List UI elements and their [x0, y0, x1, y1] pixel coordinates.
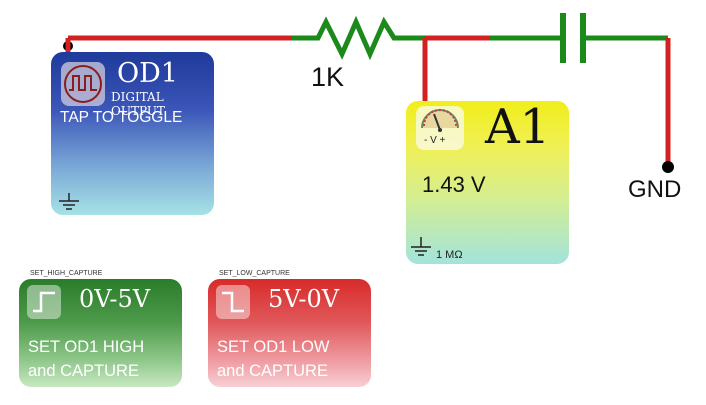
voltmeter-icon: - V +: [416, 106, 464, 150]
set-high-capture-button[interactable]: 0V-5V SET OD1 HIGH and CAPTURE: [19, 279, 182, 387]
meter-scale-label: - V +: [424, 135, 446, 146]
falling-edge-icon: [216, 285, 250, 319]
low-range-label: 5V-0V: [268, 285, 340, 313]
set-low-capture-button[interactable]: 5V-0V SET OD1 LOW and CAPTURE: [208, 279, 371, 387]
low-action-line2: and CAPTURE: [217, 362, 328, 380]
high-action-line2: and CAPTURE: [28, 362, 139, 380]
resistor-symbol: [292, 15, 425, 61]
rising-edge-icon: [27, 285, 61, 319]
a1-voltmeter-card[interactable]: - V + A1 1.43 V 1 MΩ: [406, 99, 569, 266]
a1-title: A1: [485, 99, 551, 155]
low-action-line1: SET OD1 LOW: [217, 338, 330, 356]
set-high-caption: SET_HIGH_CAPTURE: [30, 270, 103, 277]
gnd-node: [662, 161, 674, 173]
high-action-text: SET OD1 HIGH and CAPTURE: [28, 335, 144, 383]
a1-voltage-reading: 1.43 V: [422, 172, 486, 197]
high-range-label: 0V-5V: [79, 285, 151, 313]
resistor-label: 1K: [311, 62, 345, 92]
od1-toggle-hint: TAP TO TOGGLE: [60, 109, 183, 126]
od1-title: OD1: [117, 58, 178, 89]
gnd-label: GND: [628, 176, 682, 203]
square-wave-icon: [61, 62, 105, 106]
low-action-text: SET OD1 LOW and CAPTURE: [217, 335, 329, 383]
od1-subtitle: DIGITAL OUTPUT: [111, 90, 165, 118]
ground-icon: [57, 193, 81, 218]
ground-icon: [409, 237, 433, 266]
od1-digital-output-card[interactable]: OD1 DIGITAL OUTPUT TAP TO TOGGLE: [51, 52, 214, 215]
a1-impedance: 1 MΩ: [436, 249, 463, 261]
set-low-caption: SET_LOW_CAPTURE: [219, 270, 290, 277]
high-action-line1: SET OD1 HIGH: [28, 338, 145, 356]
